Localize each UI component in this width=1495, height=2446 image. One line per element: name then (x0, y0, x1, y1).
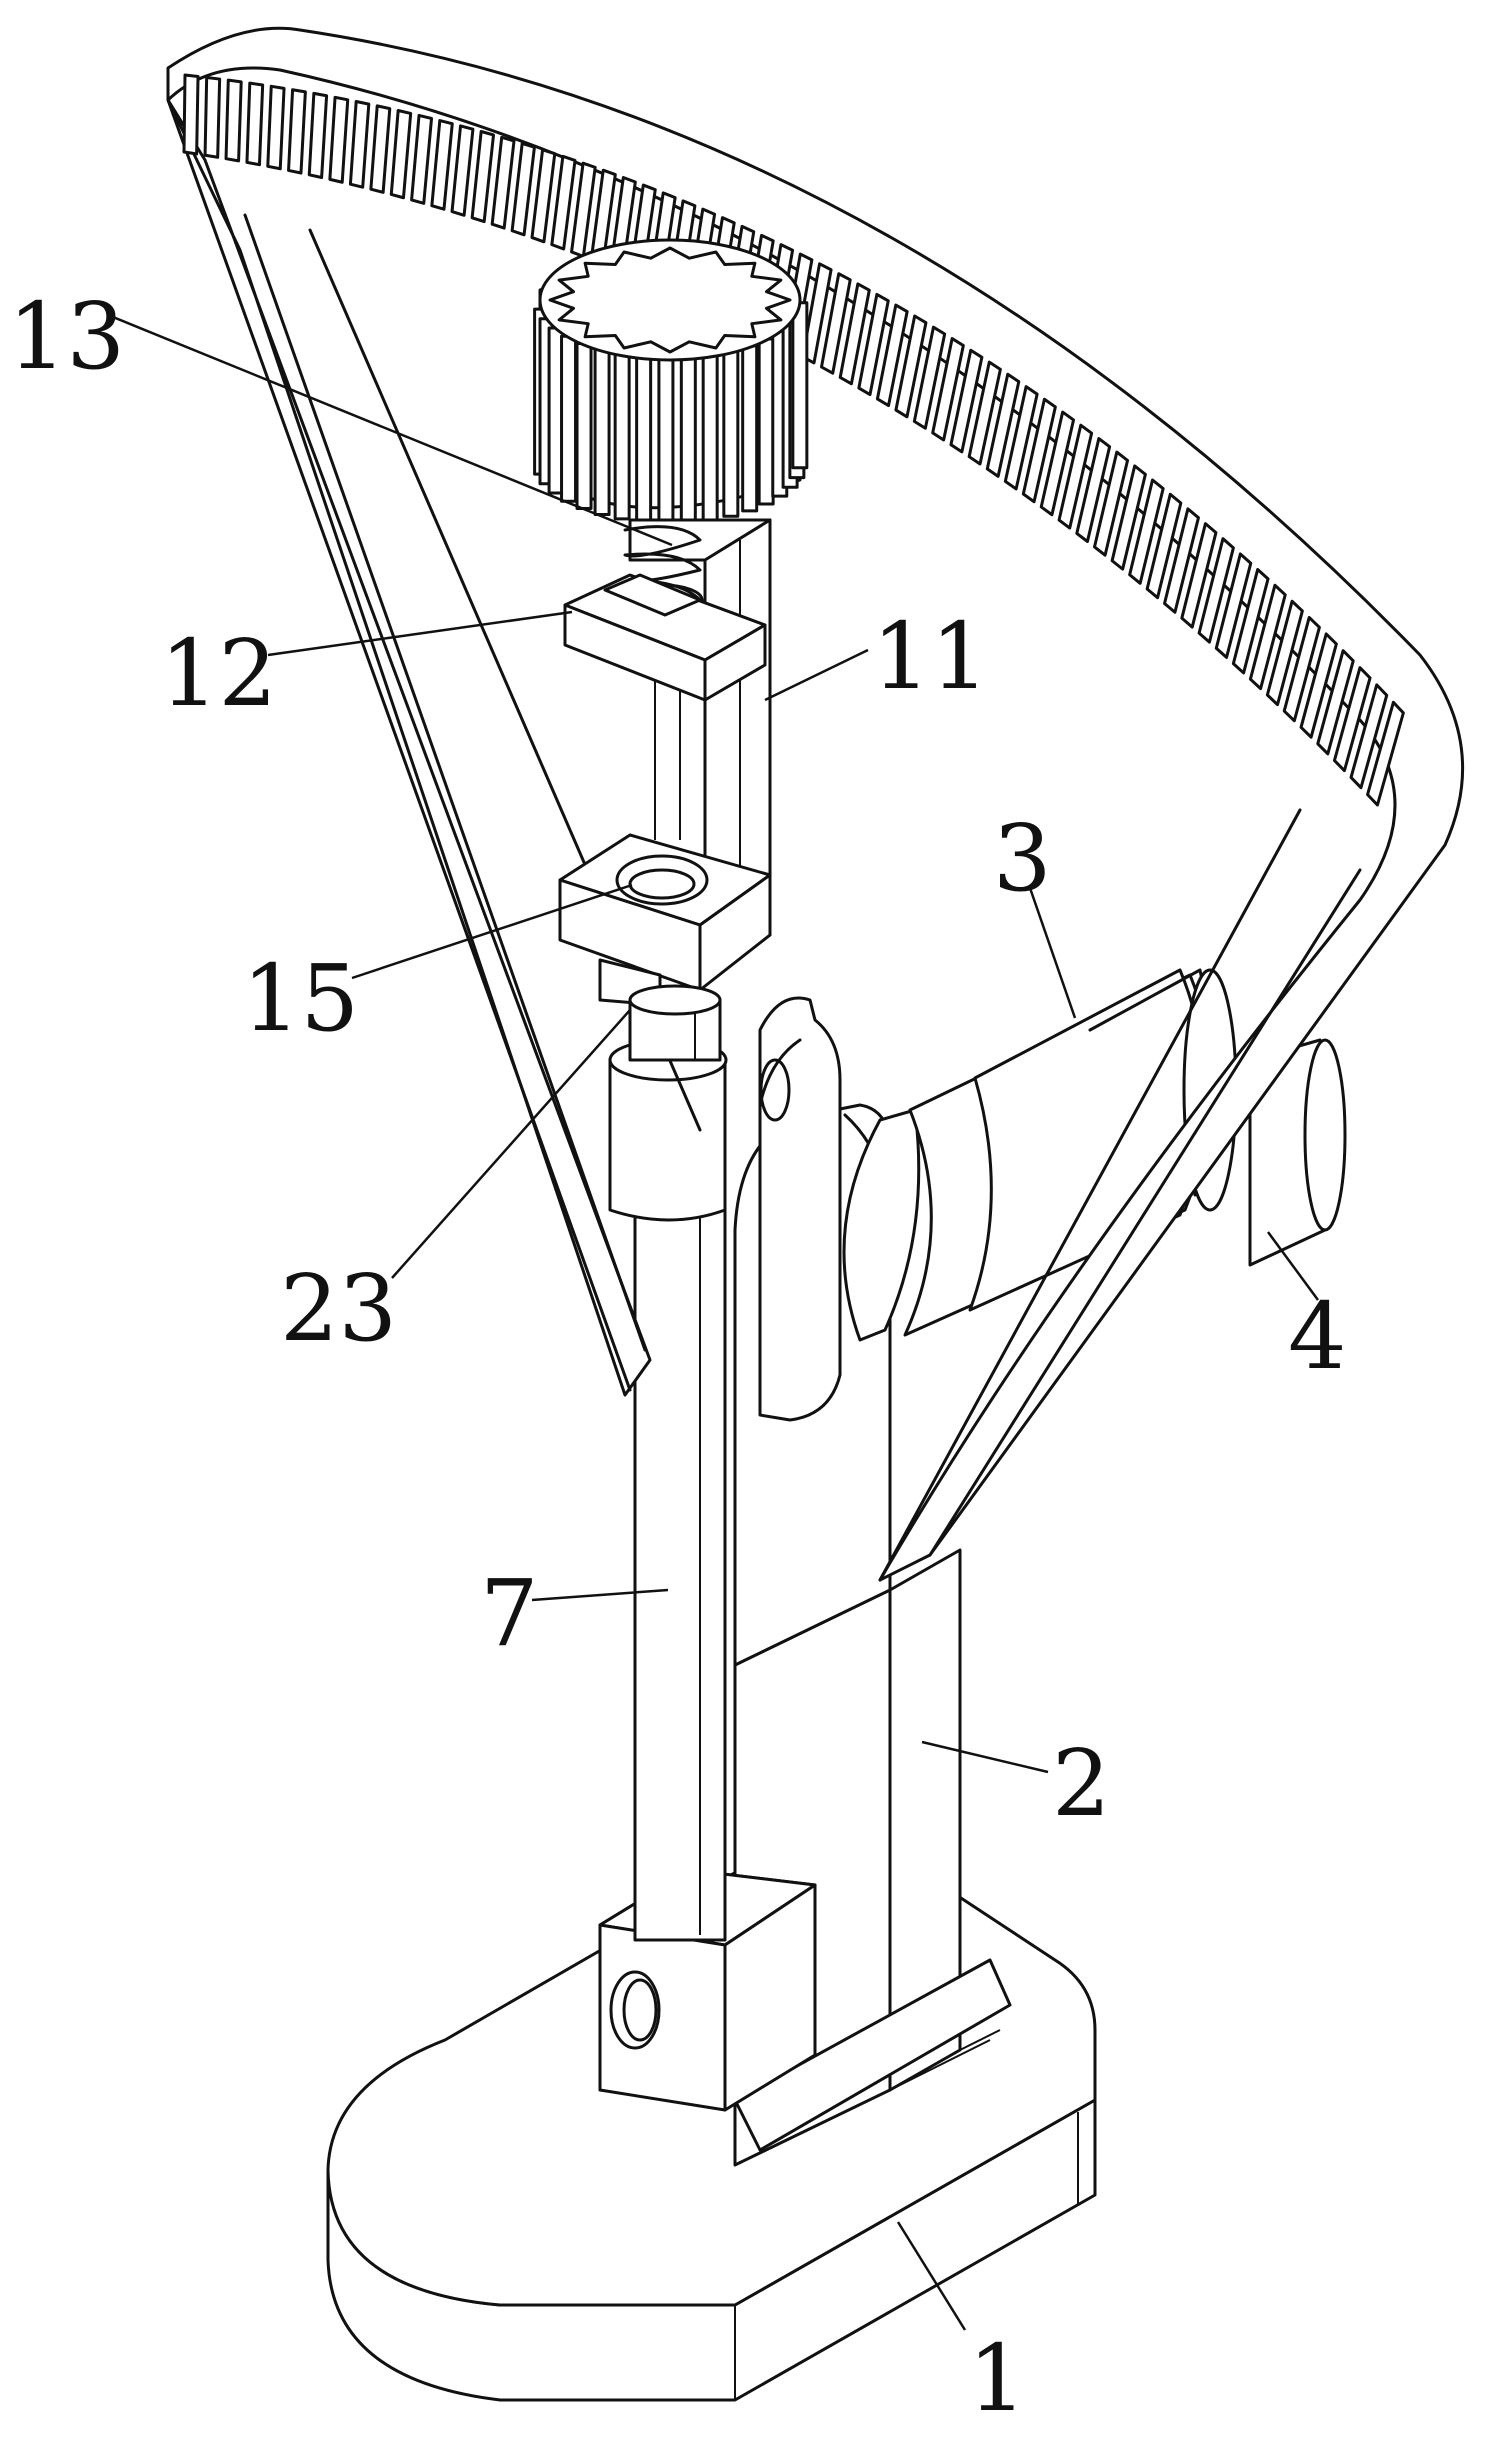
rack-tooth (894, 314, 928, 419)
rack-tooth (1197, 537, 1235, 644)
rack-tooth (1021, 397, 1057, 504)
leader-12 (267, 610, 573, 657)
rack-tooth (1214, 552, 1253, 659)
pinion-tooth (741, 344, 759, 513)
rack-tooth (369, 104, 392, 194)
rack-tooth (224, 78, 243, 163)
leader-11 (764, 648, 869, 702)
rack-tooth (389, 109, 413, 200)
pinion-tooth (593, 347, 611, 516)
connecting-shaft (598, 958, 722, 1062)
rack-tooth (1180, 522, 1218, 629)
vertical-rod (608, 1038, 728, 1942)
label-11: 11 (872, 603, 989, 710)
rack-tooth (530, 148, 557, 244)
rack-tooth (470, 129, 496, 224)
pinion-tooth (679, 355, 697, 524)
pinion-tooth (701, 353, 719, 522)
rack-tooth (328, 95, 350, 184)
rack-tooth (1299, 632, 1338, 739)
rack-tooth (985, 372, 1021, 478)
part-labels: 13 12 11 15 23 3 4 7 2 1 (8, 283, 1347, 2432)
rack-tooth (490, 135, 516, 230)
label-3: 3 (993, 805, 1052, 912)
leader-7 (531, 1588, 669, 1602)
rack-tooth (949, 348, 984, 454)
rack-tooth (820, 272, 852, 375)
leader-23 (391, 1009, 631, 1279)
rack-tooth (912, 325, 947, 430)
upper-clamp-block (563, 573, 767, 702)
rack-tooth (967, 360, 1002, 466)
rack-tooth (1349, 683, 1389, 790)
rack-tooth (1093, 450, 1130, 557)
label-15: 15 (242, 945, 359, 1052)
hinge-plate (758, 996, 842, 1422)
rack-tooth (430, 119, 454, 211)
rack-tooth (1145, 492, 1183, 600)
label-23: 23 (280, 1255, 397, 1362)
rack-tooth (1248, 583, 1287, 691)
rack-tooth (307, 91, 329, 180)
leader-15 (351, 883, 633, 980)
rack-tooth (510, 141, 536, 237)
rear-cylinder (1248, 1038, 1347, 1267)
label-12: 12 (160, 620, 277, 727)
rack-tooth (1075, 437, 1112, 544)
rack-tooth (838, 282, 871, 386)
leader-1 (896, 2221, 967, 2331)
rack-tooth (1057, 423, 1094, 530)
leader-lines (107, 313, 1320, 2331)
pinion-tooth (657, 356, 675, 525)
rack-tooth (410, 113, 434, 205)
rack-tooth (450, 124, 475, 217)
rack-tooth (1003, 385, 1039, 491)
pinion-tooth (560, 334, 578, 503)
rack-tooth (1265, 599, 1304, 707)
leader-13 (107, 313, 673, 547)
rack-tooth (875, 303, 909, 408)
label-4: 4 (1288, 1283, 1347, 1390)
rack-tooth (245, 81, 265, 167)
rack-tooth (266, 84, 286, 171)
pinion-tooth (757, 337, 775, 506)
pinion-tooth (635, 355, 653, 524)
rack-tooth (1366, 700, 1405, 807)
pinion-tooth (575, 342, 593, 511)
pinion-gear (533, 238, 809, 525)
rack-tooth (1316, 649, 1355, 756)
label-2: 2 (1052, 1730, 1111, 1837)
leader-3 (1028, 887, 1077, 1019)
rack-tooth (182, 73, 200, 156)
pinion-tooth (722, 349, 740, 518)
pinion-tooth (613, 352, 631, 521)
rack-tooth (1163, 507, 1200, 614)
rack-tooth (1282, 615, 1321, 723)
rack-tooth (1332, 666, 1372, 773)
rack-tooth (1039, 410, 1076, 517)
rack-tooth (550, 154, 577, 251)
rack-tooth (857, 292, 890, 397)
pinion-tooth (791, 301, 809, 470)
label-7: 7 (480, 1560, 539, 1667)
leader-2 (921, 1740, 1049, 1774)
rack-tooth (570, 161, 597, 258)
label-13: 13 (8, 283, 125, 390)
rack-tooth (203, 75, 222, 159)
leader-4 (1266, 1231, 1320, 1301)
lower-clamp-block (558, 833, 772, 992)
label-1: 1 (968, 2325, 1027, 2432)
rack-tooth (931, 337, 965, 442)
rack-tooth (348, 99, 371, 189)
rack-tooth (1110, 464, 1147, 571)
rack-tooth (287, 88, 307, 175)
rack-tooth (1231, 567, 1270, 675)
rack-tooth (1128, 478, 1165, 585)
